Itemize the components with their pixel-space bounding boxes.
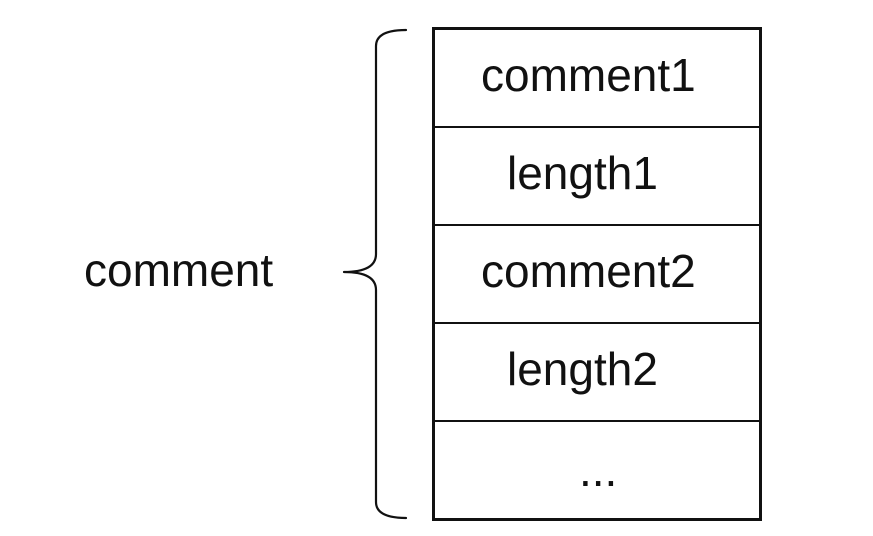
stack-cell-length1: length1 bbox=[435, 128, 759, 226]
cell-label: ... bbox=[579, 444, 618, 496]
stack-cell-ellipsis: ... bbox=[435, 422, 759, 518]
comment-stack: comment1 length1 comment2 length2 ... bbox=[432, 27, 762, 521]
cell-label: length2 bbox=[507, 343, 658, 396]
stack-cell-length2: length2 bbox=[435, 324, 759, 422]
cell-label: comment1 bbox=[481, 49, 696, 102]
group-label-comment: comment bbox=[84, 244, 274, 296]
stack-cell-comment1: comment1 bbox=[435, 30, 759, 128]
cell-label: length1 bbox=[507, 147, 658, 200]
stack-cell-comment2: comment2 bbox=[435, 226, 759, 324]
cell-label: comment2 bbox=[481, 245, 696, 298]
curly-brace bbox=[342, 28, 408, 520]
